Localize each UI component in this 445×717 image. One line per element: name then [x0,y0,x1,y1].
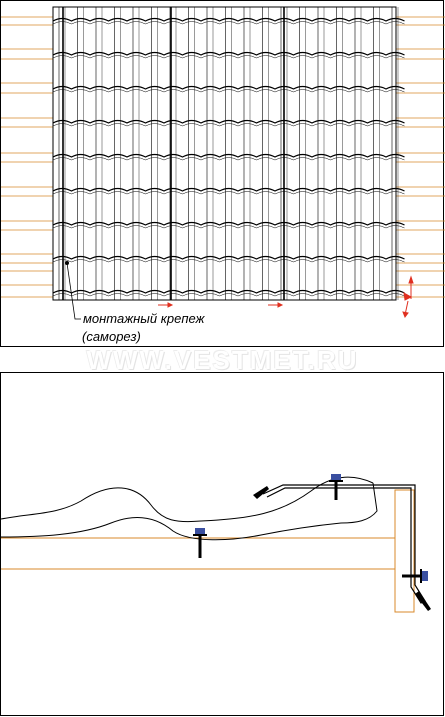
arrow-icon [268,302,284,308]
fastener-label-sub: (саморез) [82,329,141,344]
tile-step [52,289,405,294]
tile-step [52,21,405,25]
tile-step [52,225,405,229]
tile-step [52,259,405,263]
sheet-outline [52,6,397,301]
arrow-icon [158,302,174,308]
section-view-drawing [1,474,431,613]
tile-step [52,153,405,158]
tile-step [52,157,405,161]
flashing-hem [253,486,269,499]
plan-view-drawing [1,6,445,320]
tile-step [52,55,405,59]
tile-step [52,17,405,22]
plan-view-panel: монтажный крепеж (саморез) [0,0,445,347]
tile-step [52,187,405,192]
tile-step [52,85,405,90]
section-view-panel [0,372,444,716]
arrow-icon [402,300,409,319]
end-board [394,489,415,613]
fastener-label: монтажный крепеж [83,311,205,326]
tile-step [52,221,405,226]
flashing-hem [415,591,431,611]
tile-profile [1,482,378,541]
tile-step [52,51,405,56]
screw-icon [329,474,343,500]
tile-step [52,293,405,297]
tile-step [52,191,405,195]
tile-step [52,89,405,93]
fastener-leader-line [66,262,81,320]
arrow-icon [403,275,414,301]
screw-icon [402,569,428,583]
tile-profile [1,476,374,523]
tile-step [52,123,405,127]
tile-step [52,255,405,260]
watermark: WWW.VESTMET.RU [86,345,359,375]
tile-step [52,119,405,124]
screw-icon [193,528,207,558]
metal-tile-sheets [52,6,405,301]
overlap-direction-arrows [158,275,414,319]
